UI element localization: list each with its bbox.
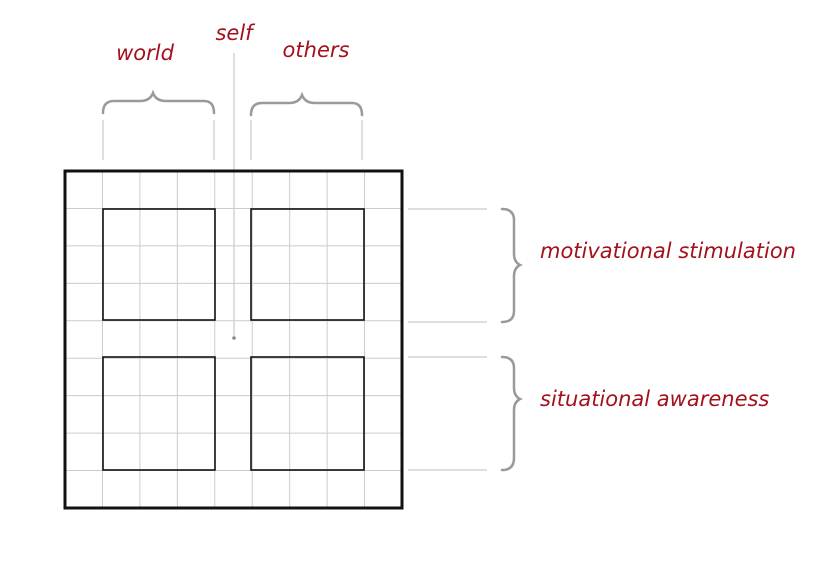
quadrant-world-situational	[102, 356, 216, 471]
situational-awareness-label: situational awareness	[540, 387, 769, 411]
situational-brace	[500, 355, 523, 472]
self-marker-dot	[232, 336, 236, 340]
others-label: others	[283, 38, 350, 62]
others-brace	[249, 91, 364, 117]
self-label: self	[215, 21, 256, 45]
world-brace	[101, 89, 216, 115]
motivational-stimulation-label: motivational stimulation	[540, 239, 796, 263]
quadrant-world-motivational	[102, 208, 216, 321]
world-label: world	[116, 41, 174, 65]
top-guides	[102, 53, 363, 336]
outer-frame	[63, 169, 404, 510]
quadrant-others-situational	[250, 356, 365, 471]
right-guides	[408, 208, 487, 471]
motivational-brace	[500, 207, 523, 324]
quadrant-others-motivational	[250, 208, 365, 321]
